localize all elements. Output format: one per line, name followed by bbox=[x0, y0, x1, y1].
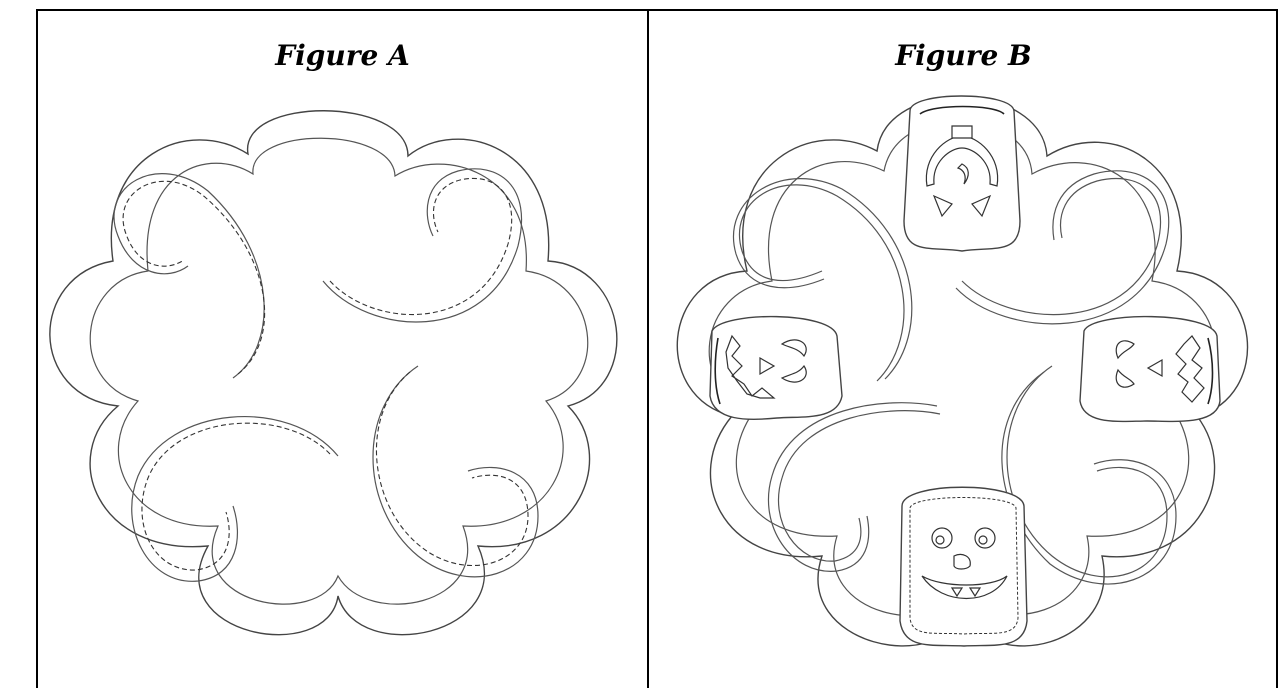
figure-a-swirl-top-left bbox=[113, 173, 266, 379]
figure-a-scalloped-outline bbox=[49, 110, 618, 636]
figure-table bbox=[36, 9, 1278, 688]
figure-a-swirl-bottom-right bbox=[372, 365, 539, 578]
figure-a-title: Figure A bbox=[275, 39, 410, 72]
pumpkin-face-bottom bbox=[899, 486, 1028, 647]
figure-b-swirl-left bbox=[733, 178, 913, 382]
figure-a-swirl-top-right bbox=[322, 168, 523, 323]
figure-a-mat-drawing bbox=[49, 110, 618, 636]
figure-b-swirl-bottom-left bbox=[767, 402, 941, 572]
figure-b-mat-drawing bbox=[676, 95, 1249, 647]
figure-b-swirl-bottom-right bbox=[1001, 365, 1177, 585]
cell-divider bbox=[647, 9, 649, 688]
figure-b-title: Figure B bbox=[895, 39, 1032, 72]
pumpkin-face-right bbox=[1079, 315, 1221, 423]
figure-b-swirl-right bbox=[955, 170, 1170, 325]
figure-a-swirl-bottom-left bbox=[131, 416, 339, 582]
pumpkin-face-left bbox=[709, 315, 843, 420]
figure-b-scalloped-outline bbox=[676, 96, 1249, 647]
pumpkin-face-top bbox=[903, 95, 1021, 252]
